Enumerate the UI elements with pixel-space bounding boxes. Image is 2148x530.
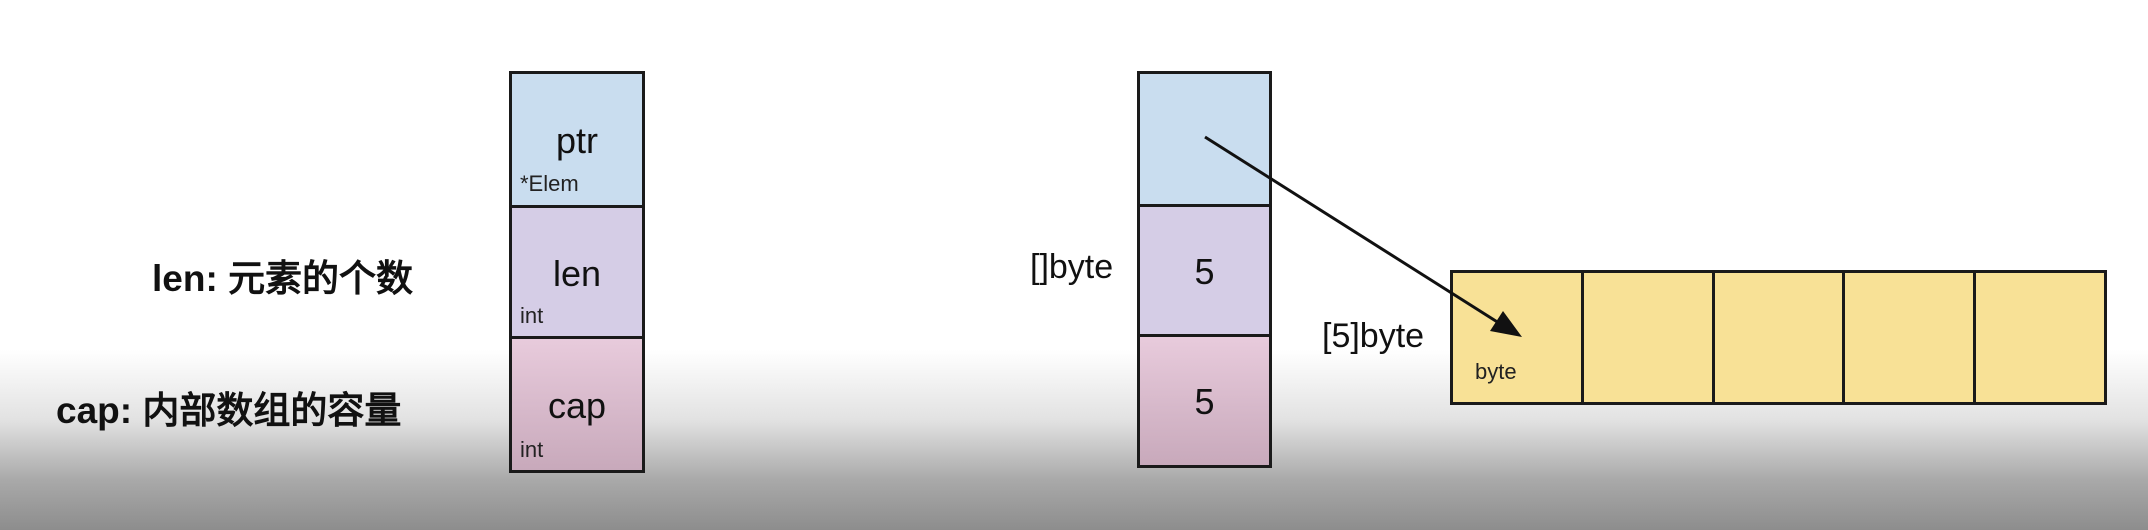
cap-annotation-desc: 内部数组的容量 <box>142 390 402 431</box>
pointer-arrow-line <box>1204 135 1511 332</box>
array-element-cell <box>1973 270 2107 405</box>
cap-annotation: cap: 内部数组的容量 <box>56 380 401 434</box>
array-element-cell: byte <box>1450 270 1584 405</box>
len-annotation: len: 元素的个数 <box>152 248 413 302</box>
len-field-name: len <box>552 253 602 294</box>
ptr-field-type: *Elem <box>520 171 579 196</box>
len-annotation-desc: 元素的个数 <box>228 258 414 299</box>
pointer-arrowhead <box>1490 311 1522 337</box>
cap-field-type: int <box>520 437 544 462</box>
array-type-label: [5]byte <box>1322 317 1425 355</box>
cap-field-name: cap <box>547 385 607 426</box>
example-cap-value: 5 <box>1194 381 1215 422</box>
len-field-type: int <box>520 303 544 328</box>
ptr-field-cell: ptr *Elem <box>509 71 645 208</box>
array-element-cell <box>1842 270 1976 405</box>
cap-field-cell: cap int <box>509 336 645 473</box>
backing-array: byte <box>1450 270 2107 405</box>
example-ptr-cell <box>1137 71 1272 207</box>
array-element-type: byte <box>1475 359 1517 384</box>
slice-type-label: []byte <box>1030 248 1114 286</box>
array-element-cell <box>1581 270 1715 405</box>
len-annotation-key: len: <box>152 258 218 299</box>
cap-annotation-key: cap: <box>56 390 133 431</box>
example-cap-cell: 5 <box>1137 334 1272 468</box>
example-len-value: 5 <box>1194 251 1215 292</box>
ptr-field-name: ptr <box>555 120 598 161</box>
example-len-cell: 5 <box>1137 204 1272 337</box>
